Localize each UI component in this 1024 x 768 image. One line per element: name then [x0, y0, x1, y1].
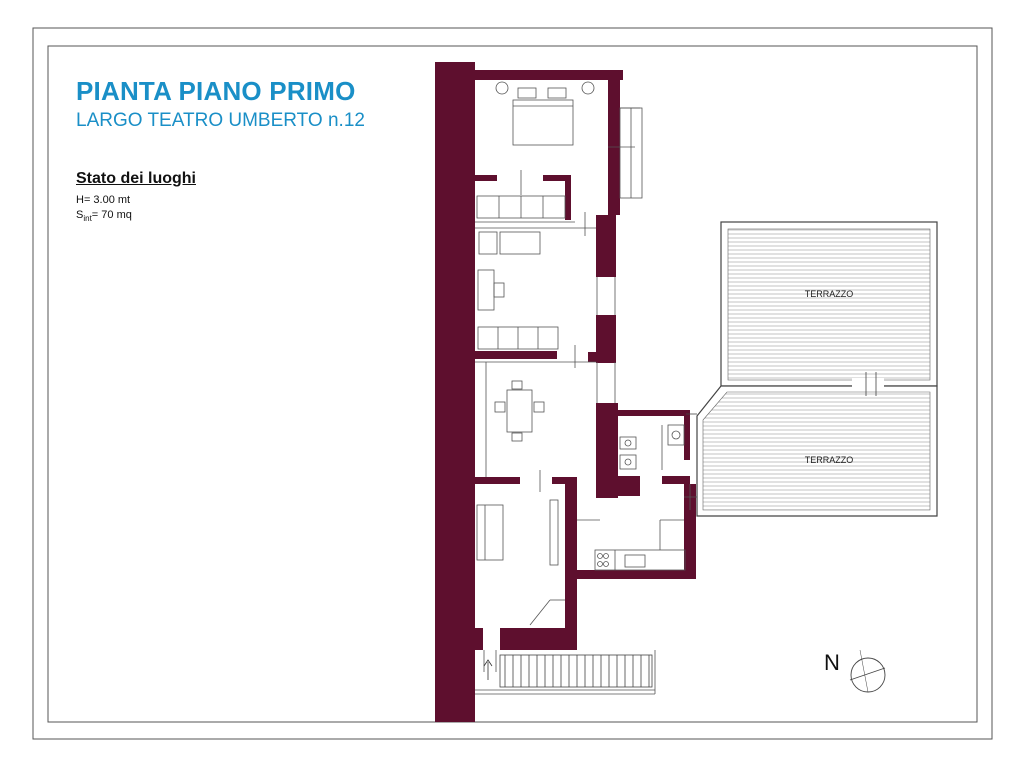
surface-spec: Sint= 70 mq: [76, 209, 132, 223]
terrace-label-lower: TERRAZZO: [805, 455, 854, 465]
status-heading: Stato dei luoghi: [76, 170, 196, 187]
walls: [435, 62, 696, 722]
plan-title: PIANTA PIANO PRIMO: [76, 76, 356, 106]
interior-lines: [475, 81, 705, 695]
stair-arrow: [483, 659, 493, 680]
north-arrow: N: [824, 649, 886, 693]
terrace-upper: [720, 221, 938, 387]
surface-prefix: S: [76, 209, 84, 221]
terrace-label-upper: TERRAZZO: [805, 289, 854, 299]
inner-frame: [47, 45, 978, 723]
terrace-lower: [696, 385, 938, 517]
terrace-passage: [852, 378, 884, 390]
outer-frame: [32, 27, 993, 740]
height-spec: H= 3.00 mt: [76, 194, 131, 206]
plan-address: LARGO TEATRO UMBERTO n.12: [76, 110, 365, 131]
surface-value: = 70 mq: [91, 209, 132, 221]
surface-subscript: int: [83, 214, 92, 224]
staircase: [499, 654, 653, 688]
north-label: N: [824, 650, 840, 675]
